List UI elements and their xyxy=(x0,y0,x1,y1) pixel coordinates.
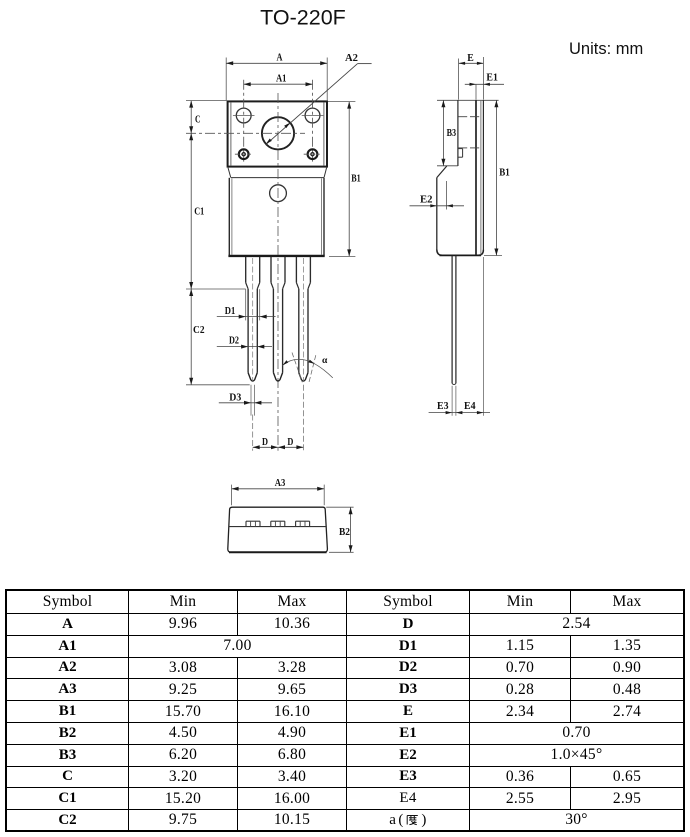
svg-text:α: α xyxy=(322,356,328,366)
svg-text:TO-220F: TO-220F xyxy=(260,6,346,30)
svg-text:A: A xyxy=(277,52,284,63)
svg-text:E3: E3 xyxy=(437,401,449,412)
svg-text:B1: B1 xyxy=(351,174,361,185)
svg-text:B1: B1 xyxy=(499,167,510,178)
svg-text:Units: mm: Units: mm xyxy=(569,40,643,58)
svg-text:C1: C1 xyxy=(194,206,204,217)
svg-text:A3: A3 xyxy=(275,478,286,489)
svg-text:C2: C2 xyxy=(193,325,205,336)
svg-text:C: C xyxy=(195,114,201,125)
svg-text:A1: A1 xyxy=(276,74,287,85)
svg-text:D: D xyxy=(262,437,268,448)
svg-text:D3: D3 xyxy=(229,392,241,403)
svg-text:B3: B3 xyxy=(447,128,457,139)
svg-text:D1: D1 xyxy=(225,306,236,317)
svg-text:E1: E1 xyxy=(486,72,498,83)
svg-text:D: D xyxy=(287,437,293,448)
svg-text:E4: E4 xyxy=(464,401,476,412)
svg-text:D2: D2 xyxy=(229,335,239,346)
svg-text:E: E xyxy=(467,53,474,64)
svg-text:A2: A2 xyxy=(345,53,358,64)
svg-text:E2: E2 xyxy=(420,194,433,205)
svg-text:B2: B2 xyxy=(339,527,350,538)
